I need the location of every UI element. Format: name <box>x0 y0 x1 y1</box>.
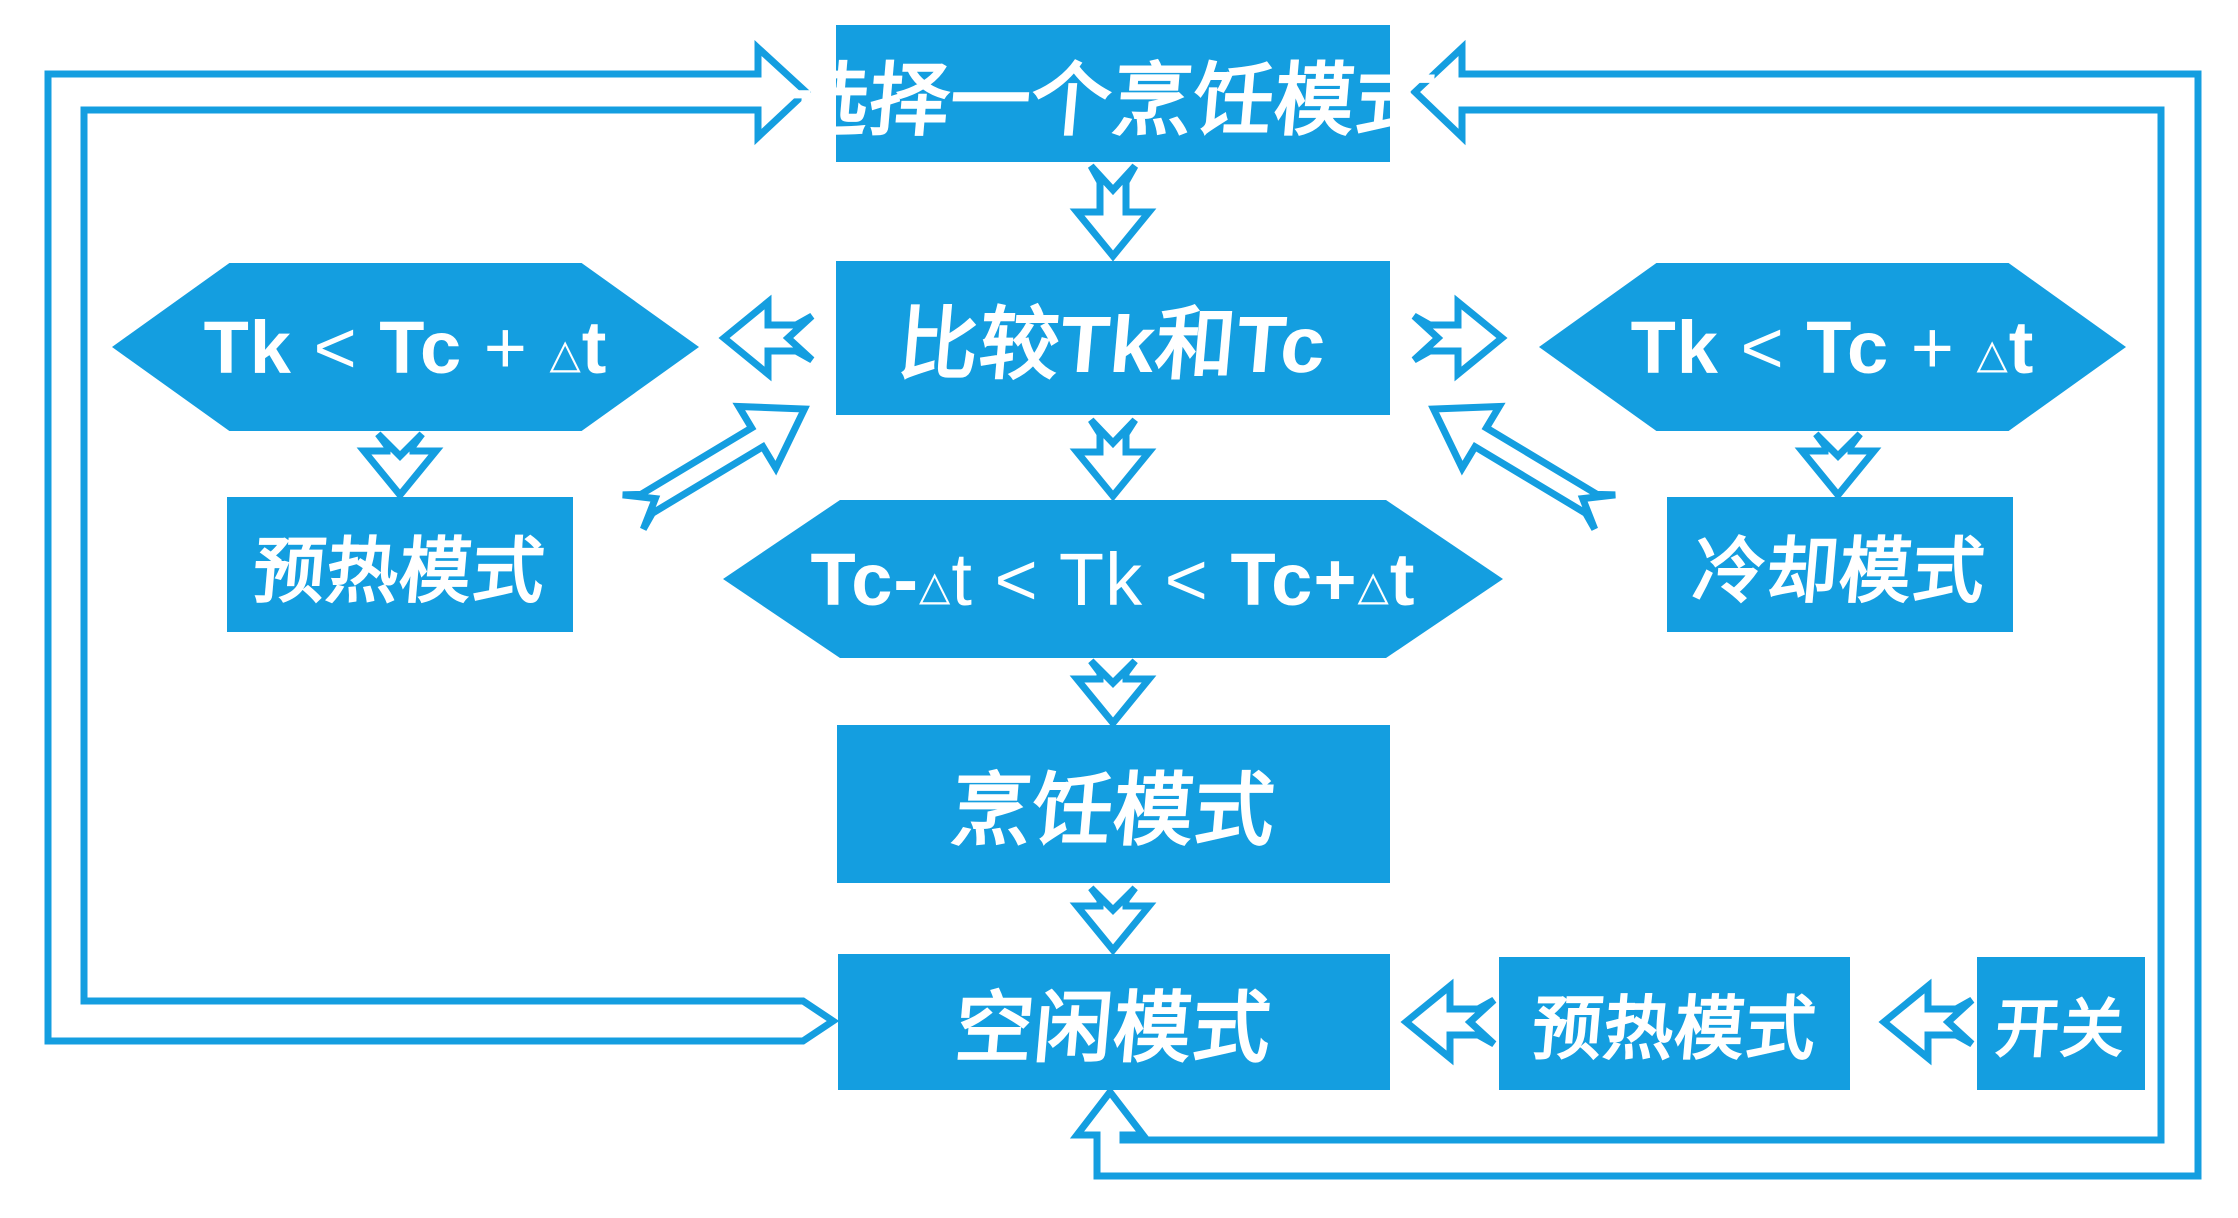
node-cond-center-label: Tc-△t < Tk < Tc+△t <box>810 537 1416 621</box>
arrow-cond-left-to-preheat <box>356 431 444 501</box>
node-cooling: 冷却模式 <box>1667 497 2013 632</box>
arrow-cooling-to-compare-diagonal <box>1428 402 1616 531</box>
node-cooking-label: 烹饪模式 <box>947 766 1279 855</box>
arrow-compare-to-cond-right <box>1411 294 1508 382</box>
node-preheat-left: 预热模式 <box>227 497 573 632</box>
node-select-mode: 选择一个烹饪模式 <box>785 25 1440 162</box>
node-cond-left: Tk < Tc + △t <box>112 263 699 431</box>
arrow-compare-to-cond-center <box>1069 417 1157 502</box>
node-compare-label: 比较Tk和Tc <box>894 300 1331 389</box>
node-switch: 开关 <box>1977 957 2145 1090</box>
arrow-cooking-to-idle <box>1069 885 1157 956</box>
node-idle: 空闲模式 <box>838 954 1390 1090</box>
arrow-preheat-to-compare-diagonal <box>622 402 810 531</box>
node-idle-label: 空闲模式 <box>951 984 1276 1072</box>
node-cooking: 烹饪模式 <box>837 725 1390 883</box>
node-cooling-label: 冷却模式 <box>1689 532 1989 612</box>
arrow-cond-right-to-cooling <box>1794 431 1882 501</box>
arrow-compare-to-cond-left <box>718 294 815 382</box>
arrow-switch-to-preheat-bottom <box>1878 978 1975 1066</box>
node-preheat-bottom-label: 预热模式 <box>1528 990 1820 1068</box>
node-select-mode-label: 选择一个烹饪模式 <box>784 55 1441 145</box>
arrow-cond-center-to-cooking <box>1069 658 1157 729</box>
node-cond-left-label: Tk < Tc + △t <box>203 305 608 389</box>
arrow-select-to-compare <box>1069 163 1157 262</box>
loop-left-arrow <box>44 40 840 1045</box>
node-compare: 比较Tk和Tc <box>836 261 1390 415</box>
node-switch-label: 开关 <box>1992 992 2129 1065</box>
node-cond-right-label: Tk < Tc + △t <box>1630 305 2035 389</box>
node-preheat-bottom: 预热模式 <box>1499 957 1850 1090</box>
loop-right-bottom-arrow <box>1069 39 2202 1180</box>
arrow-preheat-bottom-to-idle <box>1400 978 1497 1066</box>
node-preheat-left-label: 预热模式 <box>249 532 549 612</box>
node-cond-center: Tc-△t < Tk < Tc+△t <box>723 500 1503 658</box>
node-cond-right: Tk < Tc + △t <box>1539 263 2126 431</box>
